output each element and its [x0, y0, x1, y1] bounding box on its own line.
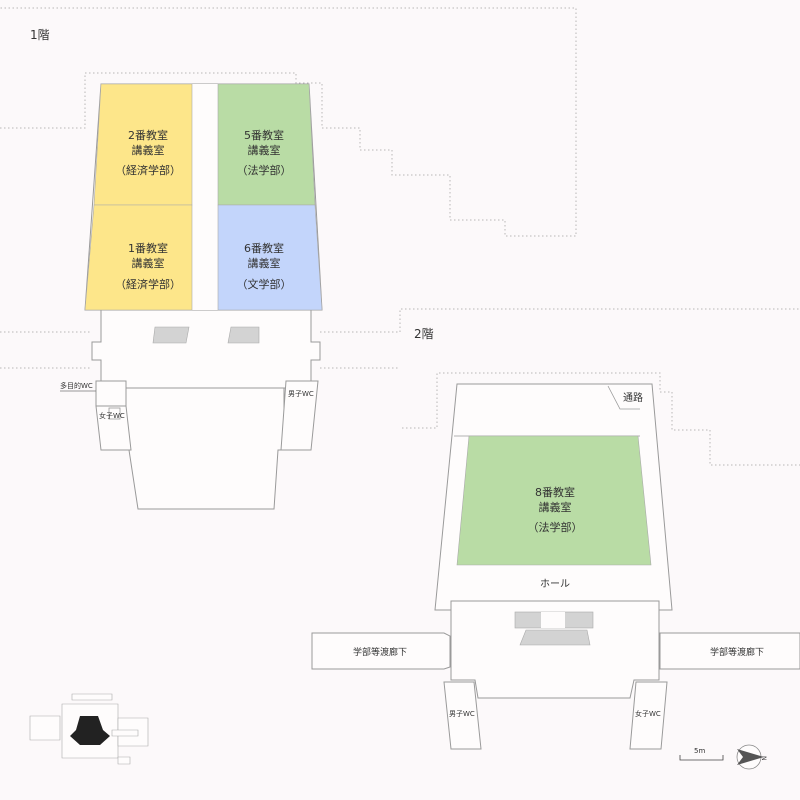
womens-wc-block-2f — [629, 681, 668, 750]
room-2-number: 2番教室 — [128, 128, 168, 142]
corridor-left[interactable] — [311, 632, 451, 670]
room-6-type: 講義室 — [248, 256, 281, 270]
north-arrow-icon: N — [736, 744, 767, 770]
north-arrow-label: N — [760, 756, 767, 761]
mens-wc-block-2f — [443, 681, 482, 750]
mens-wc-label-2f: 男子WC — [449, 710, 475, 718]
multipurpose-wc-block — [95, 380, 127, 407]
room-8-number: 8番教室 — [535, 485, 575, 499]
second-floor-label: 2階 — [414, 326, 434, 341]
stair-1f-left — [152, 326, 190, 344]
room-1-type: 講義室 — [132, 256, 165, 270]
first-floor-label: 1階 — [30, 27, 50, 42]
room-8-type: 講義室 — [539, 500, 572, 514]
room-1[interactable] — [84, 204, 193, 311]
womens-wc-label-1f: 女子WC — [99, 411, 125, 420]
corridor-right-label: 学部等渡廊下 — [710, 646, 764, 658]
site-boundary-lines — [0, 7, 800, 466]
multipurpose-wc-label: 多目的WC — [60, 381, 93, 390]
womens-wc-block-1f — [95, 405, 132, 451]
passage-label: 通路 — [623, 391, 643, 404]
current-building-marker — [70, 716, 110, 745]
stair-2f-bottom — [519, 629, 591, 646]
room-5-number: 5番教室 — [244, 128, 284, 142]
room-5-type: 講義室 — [248, 143, 281, 157]
room-5-faculty: （法学部） — [237, 163, 292, 177]
room-8[interactable] — [456, 435, 652, 566]
room-8-faculty: （法学部） — [528, 520, 583, 534]
room-6[interactable] — [217, 204, 323, 311]
second-floor-plan: 2階 通路 8番教室 講義室 （法学部） ホール 学部等渡廊下 学部等渡廊下 男… — [311, 326, 800, 750]
central-corridor-1f — [192, 84, 218, 310]
corridor-right[interactable] — [659, 632, 800, 670]
room-1-number: 1番教室 — [128, 241, 168, 255]
mens-wc-label-1f: 男子WC — [288, 390, 314, 398]
first-floor-lobby — [91, 309, 321, 510]
mens-wc-block-1f — [280, 380, 319, 451]
womens-wc-label-2f: 女子WC — [635, 709, 661, 718]
second-floor-lower-block — [450, 600, 660, 699]
room-1-faculty: （経済学部） — [115, 277, 181, 291]
corridor-left-label: 学部等渡廊下 — [353, 646, 407, 658]
stair-1f-right — [227, 326, 260, 344]
first-floor-plan: 1階 多目的WC 女子WC 男子WC 2番教室 講義室 （経済学部） 1番教室 … — [30, 27, 323, 510]
scale-bar-label: 5m — [694, 747, 705, 755]
room-6-faculty: （文学部） — [237, 277, 292, 291]
room-2-faculty: （経済学部） — [115, 163, 181, 177]
room-2-type: 講義室 — [132, 143, 165, 157]
scale-bar: 5m — [679, 747, 724, 761]
locator-minimap — [29, 693, 149, 765]
room-6-number: 6番教室 — [244, 241, 284, 255]
hall-label: ホール — [540, 578, 570, 590]
